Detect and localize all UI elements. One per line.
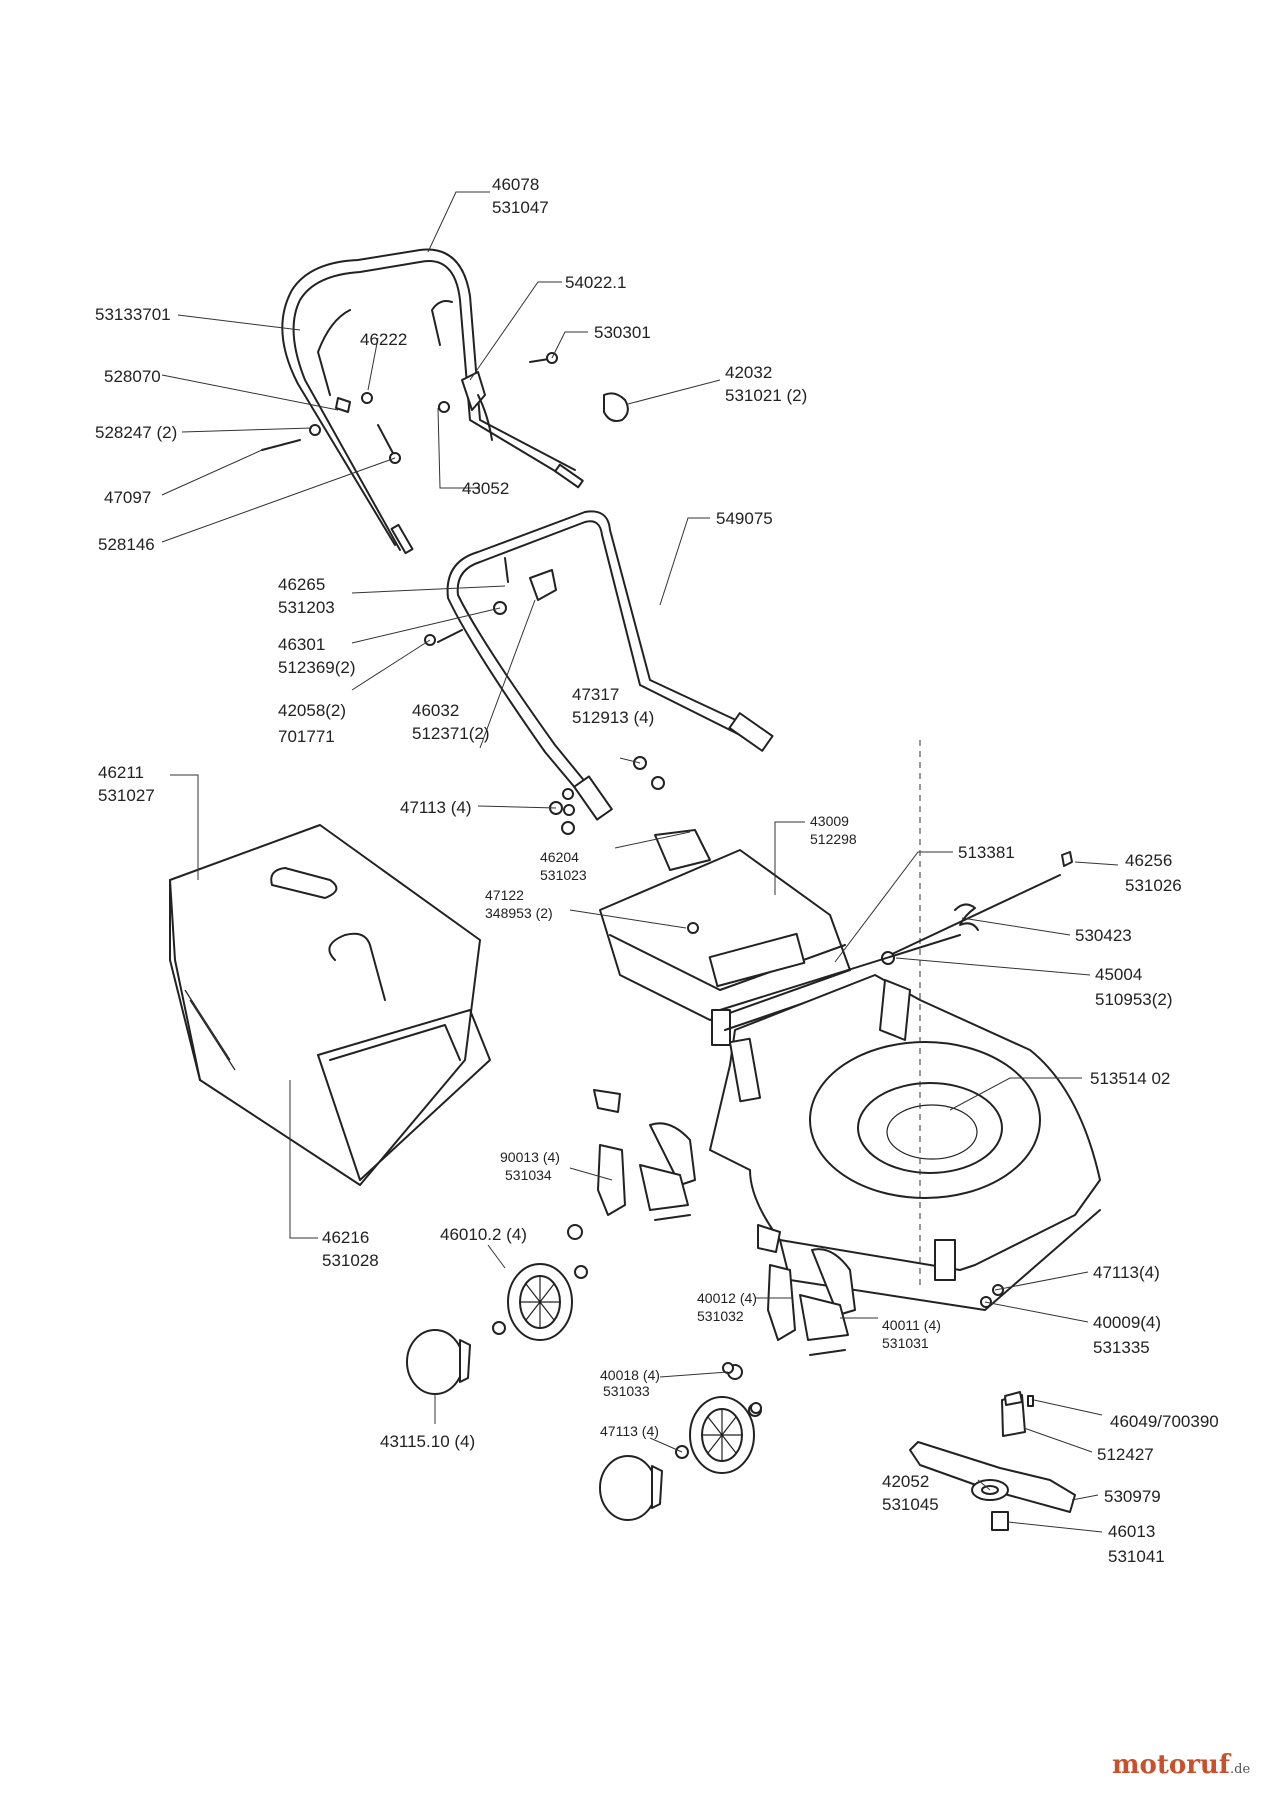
part-label: 43052 (462, 479, 509, 498)
part-label: 54022.1 (565, 273, 626, 292)
part-label: 513381 (958, 843, 1015, 862)
part-label: 530979 (1104, 1487, 1161, 1506)
mower-deck (709, 974, 1101, 1311)
wheels (507, 1263, 755, 1474)
part-label: 549075 (716, 509, 773, 528)
part-label: 46010.2 (4) (440, 1225, 527, 1244)
part-label: 528146 (98, 535, 155, 554)
part-label: 90013 (4)531034 (500, 1149, 560, 1183)
part-label: 512427 (1097, 1445, 1154, 1464)
part-label: 43115.10 (4) (380, 1432, 475, 1451)
part-label: 530301 (594, 323, 651, 342)
upper-handle (281, 248, 584, 555)
mounting-plate (599, 829, 851, 1046)
hub-caps (406, 1321, 689, 1521)
brand-logo: motoruf.de (1112, 1750, 1250, 1780)
part-label: 47113(4) (1093, 1263, 1160, 1282)
part-label: 47113 (4) (600, 1423, 659, 1439)
part-label: 47113 (4) (400, 798, 472, 817)
parts-drawing (169, 248, 1101, 1531)
part-label: 513514 02 (1090, 1069, 1170, 1088)
grass-box (169, 824, 491, 1186)
part-label: 47097 (104, 488, 151, 507)
brand-name: motoruf (1112, 1750, 1230, 1780)
upper-handle-fittings (261, 352, 629, 464)
height-adjuster-right (727, 1224, 856, 1417)
fasteners (562, 788, 1004, 1414)
lower-handle (424, 510, 774, 835)
cable-spring (719, 851, 1073, 1011)
part-label: 53133701 (95, 305, 171, 324)
brand-tld: .de (1230, 1762, 1251, 1777)
part-label: 46049/700390 (1110, 1412, 1219, 1431)
part-label: 40009(4)531335 (1093, 1313, 1161, 1357)
part-label: 530423 (1075, 926, 1132, 945)
part-label: 40012 (4)531032 (697, 1290, 757, 1324)
part-label: 40018 (4)531033 (600, 1367, 660, 1399)
leader-lines (161, 191, 1119, 1533)
part-label: 528070 (104, 367, 161, 386)
part-label: 40011 (4)531031 (882, 1317, 941, 1351)
height-adjuster-left (567, 1089, 696, 1279)
part-label: 528247 (2) (95, 423, 177, 442)
part-label: 42058(2)701771 (278, 701, 346, 746)
part-label: 46222 (360, 330, 407, 349)
